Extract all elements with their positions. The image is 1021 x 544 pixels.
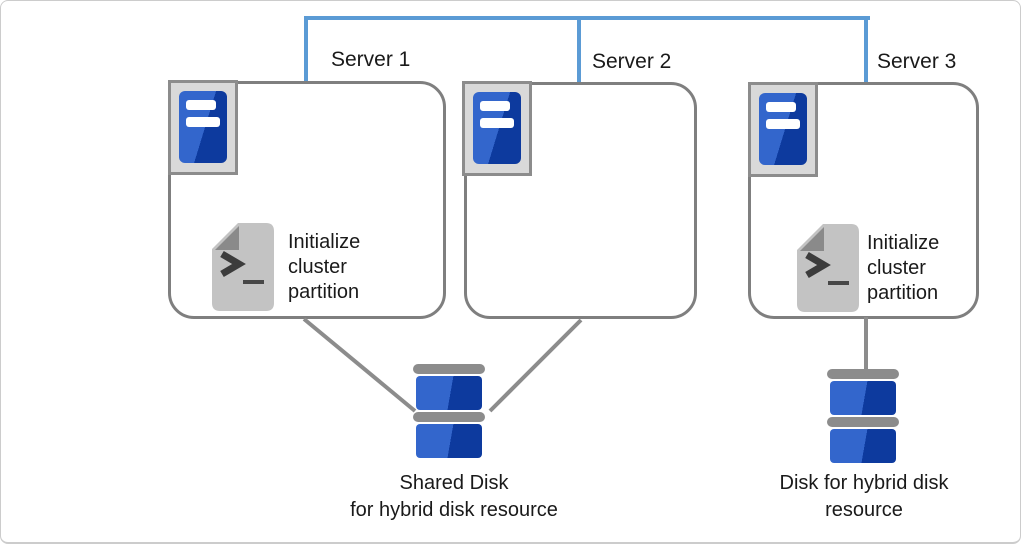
network-line-server3 xyxy=(864,16,868,83)
caption-line: Shared Disk xyxy=(399,472,509,494)
note-line: partition xyxy=(288,281,360,303)
server-tower-icon xyxy=(168,80,238,175)
network-line-server1 xyxy=(304,16,308,82)
server2-label: Server 2 xyxy=(592,50,672,73)
network-line-horizontal xyxy=(304,16,870,20)
shared-disk-stack-icon xyxy=(413,364,485,460)
caption-line: Disk for hybrid disk xyxy=(779,472,949,494)
server3-label: Server 3 xyxy=(877,50,957,73)
server1-script-note: Initialize cluster partition xyxy=(288,230,360,305)
disk-cap xyxy=(413,364,485,374)
note-line: Initialize xyxy=(867,232,940,254)
disk-platter xyxy=(830,381,896,415)
server-tower-body xyxy=(759,93,807,165)
note-line: cluster xyxy=(288,256,347,278)
note-line: cluster xyxy=(867,257,926,279)
script-file-icon xyxy=(797,224,859,312)
server-tower-icon xyxy=(462,81,532,176)
disk-cap xyxy=(827,417,899,427)
server-slot-bar xyxy=(766,102,796,112)
script-file-icon xyxy=(212,223,274,311)
server-tower-icon xyxy=(748,82,818,177)
script-page xyxy=(797,224,859,312)
server-slot-bar xyxy=(766,119,800,129)
server1-label: Server 1 xyxy=(331,48,411,71)
server-slot-bar xyxy=(186,100,216,110)
prompt-chevron xyxy=(805,251,831,279)
server-tower-body xyxy=(473,92,521,164)
disk-cap xyxy=(413,412,485,422)
script-page-fold xyxy=(215,226,239,250)
hybrid-disk-caption: Disk for hybrid disk resource xyxy=(734,470,994,524)
script-page-fold xyxy=(800,227,824,251)
server-slot-bar xyxy=(186,117,220,127)
disk-platter xyxy=(416,424,482,458)
connector-server2-shared-disk xyxy=(488,318,583,413)
note-line: Initialize xyxy=(288,231,361,253)
caption-line: for hybrid disk resource xyxy=(350,499,558,521)
server3-script-note: Initialize cluster partition xyxy=(867,231,939,306)
note-line: partition xyxy=(867,282,939,304)
disk-platter xyxy=(830,429,896,463)
server-slot-bar xyxy=(480,118,514,128)
prompt-chevron xyxy=(220,250,246,278)
server-slot-bar xyxy=(480,101,510,111)
connector-server1-shared-disk xyxy=(302,317,417,413)
disk-platter xyxy=(416,376,482,410)
shared-disk-caption: Shared Disk for hybrid disk resource xyxy=(324,470,584,524)
hybrid-disk-stack-icon xyxy=(827,369,899,465)
script-page xyxy=(212,223,274,311)
network-line-server2 xyxy=(577,16,581,83)
disk-cap xyxy=(827,369,899,379)
caption-line: resource xyxy=(825,499,903,521)
server-tower-body xyxy=(179,91,227,163)
